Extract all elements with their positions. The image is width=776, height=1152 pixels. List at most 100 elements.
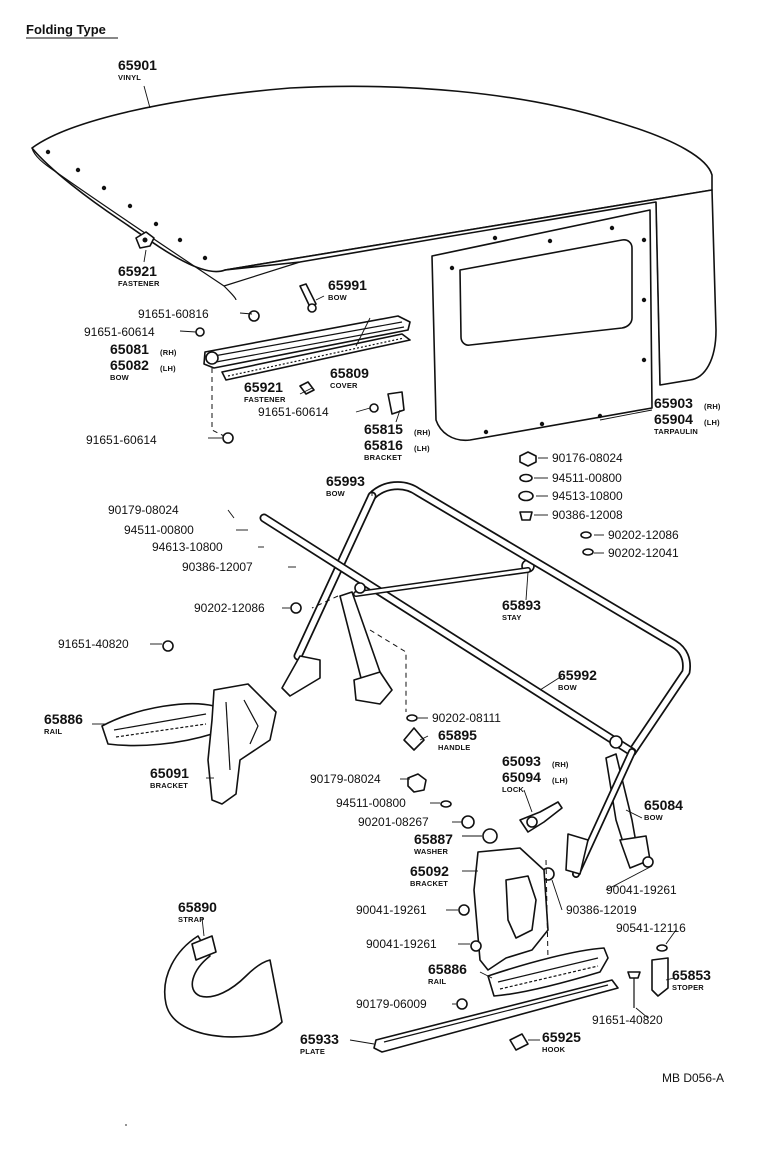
stay-part [353, 567, 531, 597]
callout-part-number: 91651-40820 [58, 637, 129, 651]
callout-part-number: 90041-19261 [356, 903, 427, 917]
callout-part-number: 65890 [178, 899, 217, 915]
callout-description: BOW [644, 813, 664, 822]
callout-part-number: 90386-12008 [552, 508, 623, 522]
vinyl-top-part [31, 85, 717, 442]
bracket-left-part [207, 683, 277, 805]
rear-bow-cover-part [195, 310, 411, 437]
callout-part-number: 94513-10800 [552, 489, 623, 503]
callout-part-number: 65895 [438, 727, 477, 743]
callout-description: BRACKET [410, 879, 448, 888]
callout-description: RAIL [428, 977, 447, 986]
bow-strut-part [299, 283, 317, 313]
lock-part [519, 748, 636, 878]
callout-side: (RH) [414, 428, 431, 437]
callout-description: FASTENER [118, 279, 160, 288]
callout-part-number: 90179-08024 [310, 772, 381, 786]
callout-part-number: 65082 [110, 357, 149, 373]
callout-side: (LH) [414, 444, 430, 453]
callout-part-number: 65094 [502, 769, 541, 785]
callout-part-number: 65092 [410, 863, 449, 879]
callout-part-number: 65084 [644, 797, 683, 813]
callout-side: (RH) [552, 760, 569, 769]
callout-part-number: 65901 [118, 57, 157, 73]
callout-part-number: 90179-08024 [108, 503, 179, 517]
left-linkage-part [162, 591, 425, 751]
callout-part-number: 65886 [44, 711, 83, 727]
callout-side: (LH) [552, 776, 568, 785]
callout-part-number: 90201-08267 [358, 815, 429, 829]
callout-description: PLATE [300, 1047, 325, 1056]
callout-description: BOW [326, 489, 346, 498]
callout-part-number: 65903 [654, 395, 693, 411]
callout-part-number: 91651-40820 [592, 1013, 663, 1027]
callout-part-number: 65093 [502, 753, 541, 769]
callout-part-number: 65886 [428, 961, 467, 977]
strap-part [164, 935, 283, 1038]
callout-description: TARPAULIN [654, 427, 698, 436]
callout-part-number: 90179-06009 [356, 997, 427, 1011]
callout-part-number: 91651-60816 [138, 307, 209, 321]
middle-bow-part [259, 513, 637, 757]
diagram-code: MB D056-A [662, 1071, 724, 1085]
callout-part-number: 65893 [502, 597, 541, 613]
callout-part-number: 94613-10800 [152, 540, 223, 554]
callout-part-number: 65921 [118, 263, 157, 279]
callout-part-number: 65904 [654, 411, 693, 427]
callout-description: HANDLE [438, 743, 470, 752]
callout-part-number: 65992 [558, 667, 597, 683]
callout-part-number: 90176-08024 [552, 451, 623, 465]
callout-part-number: 65809 [330, 365, 369, 381]
callout-part-number: 91651-60614 [84, 325, 155, 339]
callout-description: BRACKET [150, 781, 188, 790]
callout-part-number: 65925 [542, 1029, 581, 1045]
callout-description: RAIL [44, 727, 63, 736]
page-title: Folding Type [26, 22, 106, 37]
callout-description: HOOK [542, 1045, 566, 1054]
hardware-stack-upper [518, 451, 594, 573]
callout-part-number: 65921 [244, 379, 283, 395]
callout-description: FASTENER [244, 395, 286, 404]
front-bow-part [293, 481, 691, 757]
callout-part-number: 94511-00800 [336, 796, 406, 810]
callout-part-number: 90041-19261 [606, 883, 677, 897]
callout-description: VINYL [118, 73, 141, 82]
callout-part-number: 91651-60614 [258, 405, 329, 419]
callout-part-number: 90202-08111 [432, 711, 501, 725]
callout-part-number: 94511-00800 [552, 471, 622, 485]
bracket-right-part [458, 847, 549, 971]
rail-right-part [487, 947, 609, 997]
callout-side: (LH) [160, 364, 176, 373]
callout-part-number: 90202-12041 [608, 546, 679, 560]
callout-side: (RH) [704, 402, 721, 411]
callout-part-number: 90041-19261 [366, 937, 437, 951]
callout-part-number: 65815 [364, 421, 403, 437]
callout-part-number: 65091 [150, 765, 189, 781]
callout-description: BOW [110, 373, 130, 382]
callout-description: BRACKET [364, 453, 402, 462]
callout-part-number: 90386-12019 [566, 903, 637, 917]
drawing [31, 85, 717, 1126]
callout-description: LOCK [502, 785, 524, 794]
callout-part-number: 90202-12086 [608, 528, 679, 542]
side-bow-part [605, 753, 654, 869]
bracket-fastener-part [222, 381, 405, 444]
rail-left-part [101, 703, 221, 747]
callout-part-number: 65933 [300, 1031, 339, 1047]
callout-part-number: 91651-60614 [86, 433, 157, 447]
callout-part-number: 65993 [326, 473, 365, 489]
plate-part [373, 979, 619, 1053]
leader-lines [92, 85, 677, 1126]
fastener-part [135, 231, 155, 249]
stoper-part [456, 944, 669, 1010]
callout-part-number: 90386-12007 [182, 560, 253, 574]
callout-description: BOW [558, 683, 578, 692]
callout-description: BOW [328, 293, 348, 302]
callout-side: (LH) [704, 418, 720, 427]
callout-part-number: 65816 [364, 437, 403, 453]
callout-part-number: 65853 [672, 967, 711, 983]
callout-part-number: 94511-00800 [124, 523, 194, 537]
callout-description: STAY [502, 613, 522, 622]
callout-part-number: 65991 [328, 277, 367, 293]
